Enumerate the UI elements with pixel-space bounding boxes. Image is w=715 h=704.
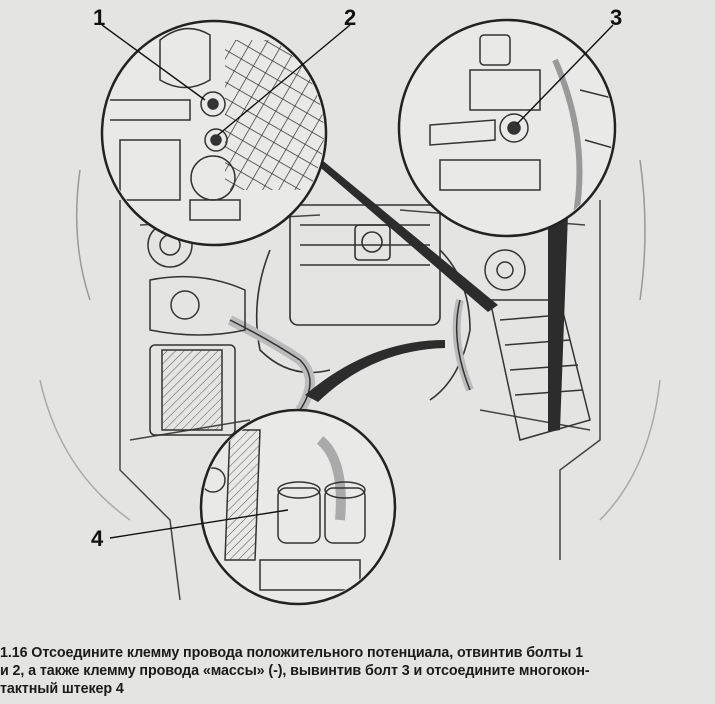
line-drawing (39, 18, 661, 606)
leader-lines (101, 24, 614, 539)
callout-3: 3 (610, 5, 623, 30)
callout-1: 1 (93, 5, 106, 30)
air-filter-box (147, 222, 246, 436)
detail-circle-bolt-3 (397, 18, 617, 238)
callout-4: 4 (91, 526, 104, 551)
battery-and-reservoir (452, 249, 591, 441)
caption-line-2: и 2, а также клемму провода «массы» (-),… (0, 663, 590, 679)
figure-caption: 1.16 Отсоедините клемму провода положите… (0, 644, 715, 698)
engine-block (227, 204, 471, 413)
callout-2: 2 (344, 5, 357, 30)
caption-line-3: тактный штекер 4 (0, 681, 124, 697)
detail-circle-bolts-1-2 (100, 19, 328, 247)
detail-circle-connector-4 (199, 408, 397, 606)
caption-line-1: 1.16 Отсоедините клемму провода положите… (0, 645, 583, 661)
engine-bay-illustration: 1 2 3 4 (39, 5, 661, 606)
zoom-pointers (300, 150, 568, 432)
